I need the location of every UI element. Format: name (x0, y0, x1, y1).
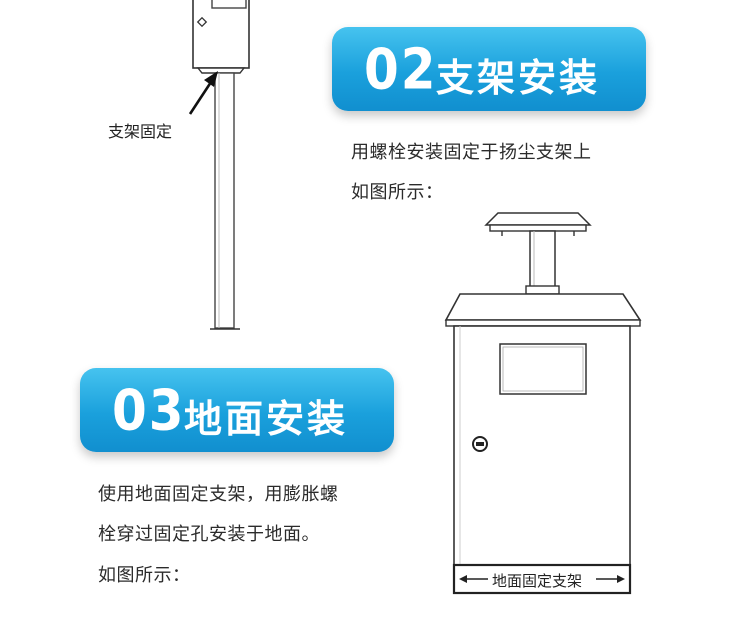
section-02-title: 支架安装 (436, 56, 601, 100)
ground-frame-label: 地面固定支架 (490, 570, 585, 591)
cabinet-lock-icon (196, 16, 208, 28)
section-03-title: 地面安装 (184, 397, 349, 441)
section-03-description-line3: 如图所示： (98, 565, 191, 586)
pole-mount-diagram (188, 0, 250, 330)
cabinet-box (192, 0, 250, 69)
pole (214, 72, 235, 329)
cabinet-roof (444, 293, 642, 321)
section-02-description-line1: 用螺栓安装固定于扬尘支架上 (351, 142, 592, 163)
cabinet-window (211, 0, 247, 9)
right-arrow-icon (617, 575, 625, 583)
section-03-description-line1: 使用地面固定支架，用膨胀螺 (98, 484, 339, 505)
section-02-number: 02 (364, 37, 438, 102)
section-03-header: 03 地面安装 (80, 368, 394, 452)
ground-mount-diagram (444, 212, 642, 595)
cabinet-window (499, 343, 587, 395)
pointer-arrow (188, 78, 215, 115)
section-03-description-line2: 栓穿过固定孔安装于地面。 (98, 524, 320, 545)
support-fixed-label: 支架固定 (108, 122, 173, 141)
section-02-description-line2: 如图所示： (351, 182, 444, 203)
left-arrow-icon (459, 575, 467, 583)
sensor-cap (484, 212, 592, 226)
section-02-header: 02 支架安装 (332, 27, 646, 111)
arrow-head-icon (204, 71, 218, 87)
section-03-number: 03 (112, 378, 186, 443)
bracket (196, 67, 246, 74)
